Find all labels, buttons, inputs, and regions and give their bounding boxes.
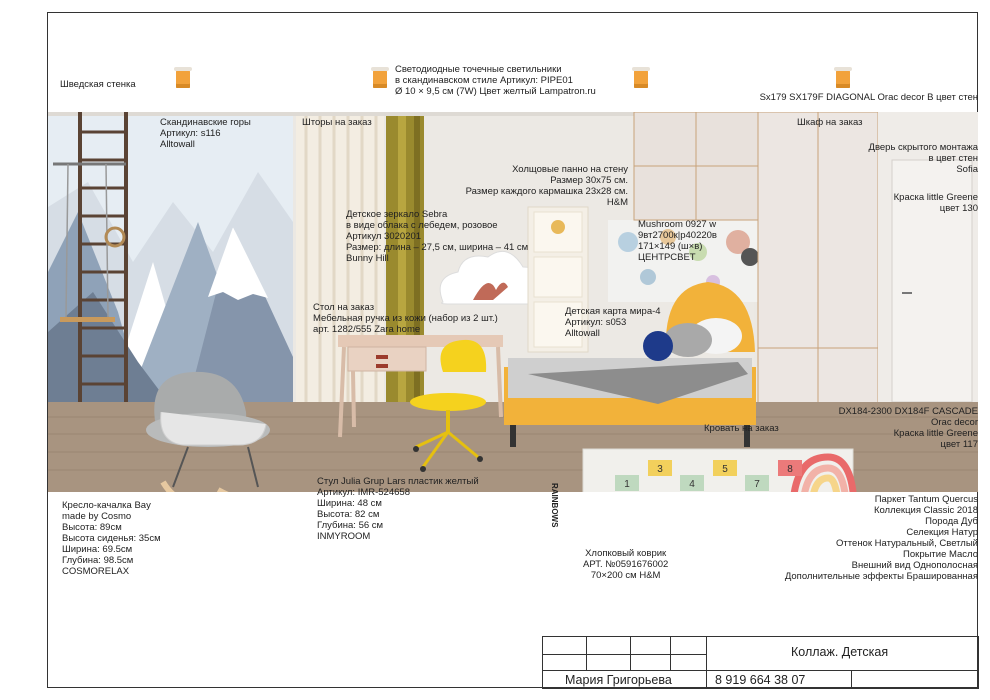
- label-canvas-organizer: Холщовые панно на стену Размер 30х75 см.…: [465, 164, 628, 208]
- wardrobe: [757, 112, 879, 413]
- world-map-wallpaper: [608, 220, 759, 302]
- label-wall-bars: Шведская стенка: [60, 79, 136, 90]
- hopscotch-number: 1: [624, 479, 630, 490]
- rocking-chair: [146, 371, 270, 492]
- label-rocking-chair: Кресло-качалка Bay made by Cosmo Высота:…: [62, 500, 161, 577]
- tb-cell: [671, 655, 707, 671]
- sheet-title: Коллаж. Детская: [791, 645, 889, 659]
- label-hidden-door: Дверь скрытого монтажа в цвет стен Sofia: [868, 142, 978, 175]
- tb-cell: [852, 671, 979, 689]
- spotlight-1: [174, 67, 192, 88]
- title-block: Коллаж. Детская Мария Григорьева 8 919 6…: [542, 636, 979, 689]
- tb-cell: [671, 637, 707, 655]
- room-collage: 123456789: [48, 112, 978, 492]
- label-door-molding: DX184-2300 DX184F CASCADE Orac decor Кра…: [838, 406, 978, 450]
- phone-number: 8 919 664 38 07: [715, 673, 806, 687]
- rug: [582, 448, 857, 492]
- label-world-map: Детская карта мира-4 Артикул: s053 Allto…: [565, 306, 661, 339]
- tb-cell: [543, 671, 707, 689]
- label-parquet: Паркет Tantum Quercus Коллекция Classic …: [784, 494, 978, 582]
- tb-cell: [707, 671, 852, 689]
- label-spotlights: Светодиодные точечные светильники в скан…: [395, 64, 596, 97]
- tb-cell: [543, 637, 587, 655]
- label-yellow-chair: Стул Julia Grup Lars пластик желтый Арти…: [317, 476, 479, 542]
- hopscotch-number: 8: [787, 464, 793, 475]
- hidden-door: [891, 159, 973, 403]
- hopscotch-number: 4: [689, 479, 695, 490]
- spotlight-2: [371, 67, 389, 88]
- yellow-chair: [410, 339, 487, 472]
- author-name: Мария Григорьева: [565, 673, 672, 687]
- wall-bars: [53, 112, 128, 404]
- label-wardrobe: Шкаф на заказ: [797, 117, 863, 128]
- canvas-organizer: [527, 206, 589, 353]
- label-desk: Стол на заказ Мебельная ручка из кожи (н…: [313, 302, 498, 335]
- label-paint: Краска little Greene цвет 130: [893, 192, 978, 214]
- label-rug: Хлопковый коврик АРТ. №0591676002 70×200…: [583, 548, 669, 581]
- spotlight-4: [834, 67, 852, 88]
- wardrobe-upper: [633, 112, 759, 221]
- label-mushroom-lamp: Mushroom 0927 w 9вт2700к|р40220в 171×149…: [638, 219, 717, 263]
- label-wall-molding: Sx179 SX179F DIAGONAL Orac decor В цвет …: [759, 92, 978, 103]
- label-mountain-wallpaper: Скандинавские горы Артикул: s116 Alltowa…: [160, 117, 251, 150]
- mountain-wallpaper: [48, 116, 293, 402]
- label-curtains: Шторы на заказ: [302, 117, 372, 128]
- hopscotch-number: 3: [657, 464, 663, 475]
- desk: [338, 335, 503, 438]
- spotlight-3: [632, 67, 650, 88]
- hopscotch-number: 5: [722, 464, 728, 475]
- tb-cell: [707, 637, 979, 671]
- tb-cell: [543, 655, 587, 671]
- bed: [504, 282, 756, 447]
- rug-brand-text: RAINBOWS: [550, 483, 559, 528]
- tb-cell: [631, 637, 671, 655]
- label-cloud-mirror: Детское зеркало Sebra в виде облака с ле…: [346, 209, 529, 264]
- hopscotch-number: 7: [754, 479, 760, 490]
- label-bed: Кровать на заказ: [704, 423, 779, 434]
- cloud-mirror: [439, 250, 545, 305]
- tb-cell: [631, 655, 671, 671]
- tb-cell: [587, 637, 631, 655]
- curtains: [296, 116, 424, 416]
- tb-cell: [587, 655, 631, 671]
